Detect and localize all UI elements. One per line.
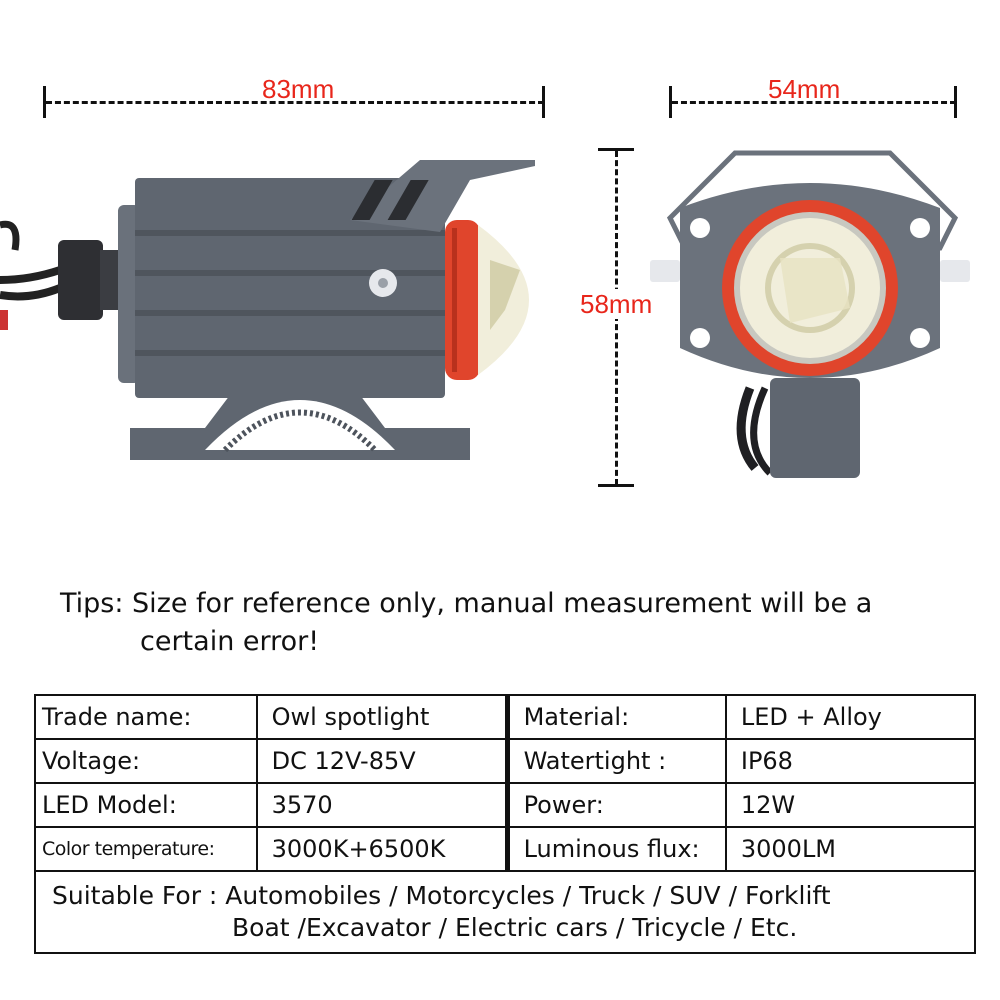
suitable-for-cell: Suitable For : Automobiles / Motorcycles… xyxy=(34,870,976,954)
spec-label-luminous-flux: Luminous flux: xyxy=(506,826,727,872)
table-row: LED Model: 3570 Power: 12W xyxy=(34,782,977,828)
spec-value-trade-name: Owl spotlight xyxy=(255,694,510,740)
spec-label-voltage: Voltage: xyxy=(34,738,258,784)
dim-length-label: 83mm xyxy=(262,74,335,104)
spec-value-color-temperature: 3000K+6500K xyxy=(255,826,510,872)
table-row: Trade name: Owl spotlight Material: LED … xyxy=(34,694,977,740)
tips-line-1: Tips: Size for reference only, manual me… xyxy=(60,588,873,619)
dim-height-top-tick xyxy=(598,148,634,151)
spec-label-material: Material: xyxy=(506,694,727,740)
table-row: Voltage: DC 12V-85V Watertight : IP68 xyxy=(34,738,977,784)
suitable-for-line-2: Boat /Excavator / Electric cars / Tricyc… xyxy=(232,913,798,942)
spec-value-luminous-flux: 3000LM xyxy=(724,826,977,872)
spec-value-material: LED + Alloy xyxy=(724,694,977,740)
spec-table: Trade name: Owl spotlight Material: LED … xyxy=(34,694,977,954)
dim-width-line xyxy=(672,101,956,104)
spec-label-led-model: LED Model: xyxy=(34,782,258,828)
suitable-for-line-1: Suitable For : Automobiles / Motorcycles… xyxy=(52,881,831,910)
spec-value-voltage: DC 12V-85V xyxy=(255,738,510,784)
spec-value-power: 12W xyxy=(724,782,977,828)
spotlight-front-view xyxy=(650,150,970,478)
spec-label-watertight: Watertight : xyxy=(506,738,727,784)
table-row: Suitable For : Automobiles / Motorcycles… xyxy=(34,870,976,954)
dim-width-right-tick xyxy=(954,86,957,118)
table-row: Color temperature: 3000K+6500K Luminous … xyxy=(34,826,977,872)
dim-length-line xyxy=(46,101,544,104)
spotlight-side-view xyxy=(0,160,535,460)
dim-length-left-tick xyxy=(43,86,46,118)
spec-label-trade-name: Trade name: xyxy=(34,694,258,740)
spec-label-color-temperature: Color temperature: xyxy=(34,826,258,872)
spec-value-watertight: IP68 xyxy=(724,738,977,784)
dim-height-bottom-tick xyxy=(598,484,634,487)
spec-value-led-model: 3570 xyxy=(255,782,510,828)
dim-height-label: 58mm xyxy=(580,289,653,319)
spec-label-power: Power: xyxy=(506,782,727,828)
dim-width-label: 54mm xyxy=(768,74,841,104)
dim-width-left-tick xyxy=(669,86,672,118)
tips-line-2: certain error! xyxy=(140,626,320,657)
tips-text: Tips: Size for reference only, manual me… xyxy=(60,585,940,661)
dim-length-right-tick xyxy=(542,86,545,118)
